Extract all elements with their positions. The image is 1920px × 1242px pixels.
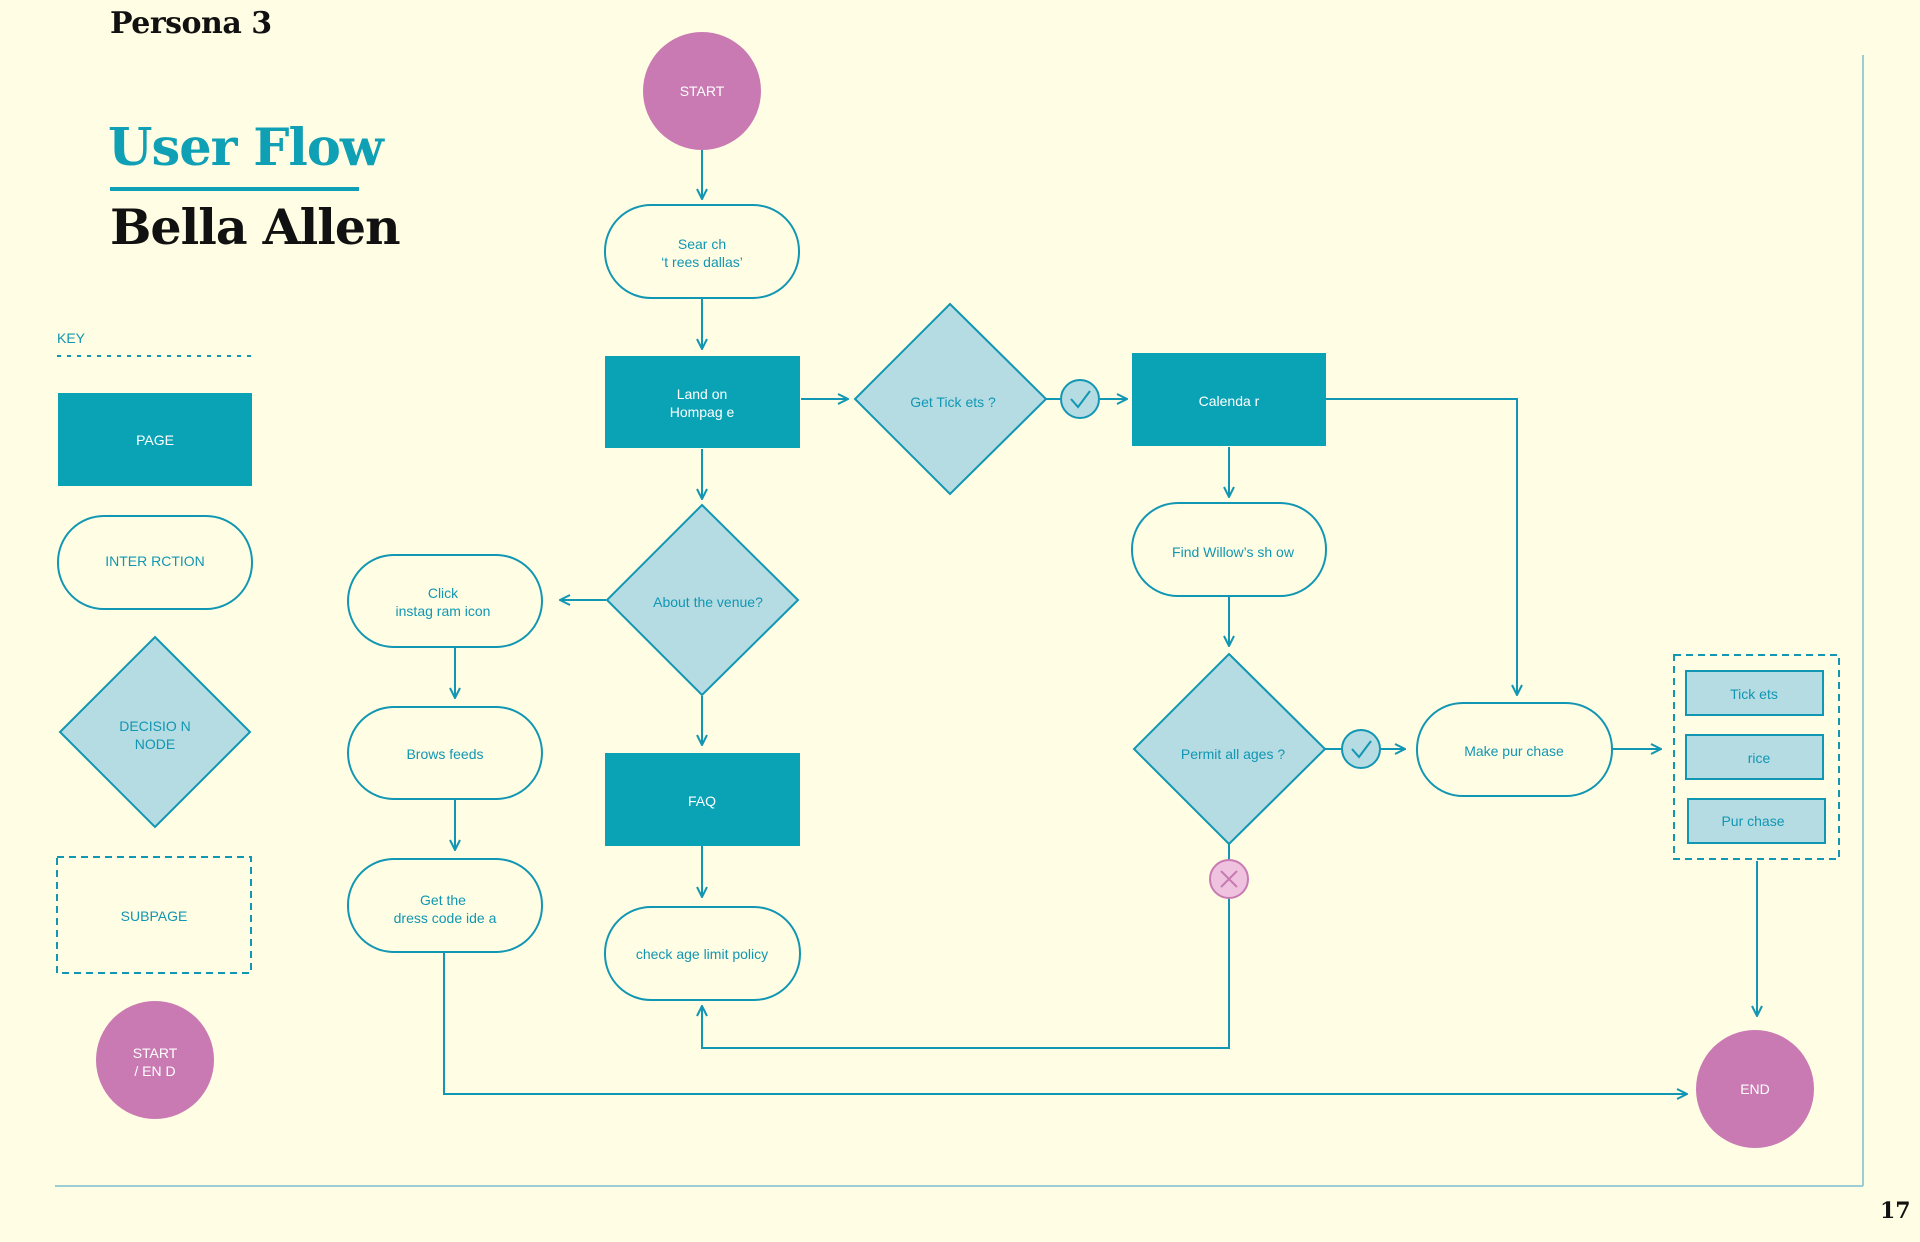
legend-page-label: PAGE xyxy=(136,432,174,448)
get-tickets-label: Get Tick ets ? xyxy=(910,394,996,410)
instagram-label-1: Click xyxy=(428,585,459,601)
legend-start-end-label-2: / EN D xyxy=(134,1063,175,1079)
edge-calendar-to-purchase xyxy=(1326,398,1517,695)
edge-dress-code-to-end xyxy=(443,952,1687,1094)
subpage-purchase-label: Pur chase xyxy=(1721,813,1784,829)
subpage-price-label: rice xyxy=(1748,750,1771,766)
permit-ages-decision[interactable] xyxy=(1132,652,1327,846)
make-purchase-node[interactable] xyxy=(1416,702,1613,797)
legend-interaction-shape xyxy=(57,515,253,610)
tickets-yes-check-mark xyxy=(1070,390,1091,409)
faq-label: FAQ xyxy=(688,793,716,809)
search-label-1: Sear ch xyxy=(678,236,726,252)
dress-code-label-1: Get the xyxy=(420,892,466,908)
legend-heading: KEY xyxy=(57,330,86,346)
browse-feeds-node[interactable] xyxy=(347,706,543,800)
instagram-label-2: instag ram icon xyxy=(396,603,491,619)
instagram-node[interactable] xyxy=(347,554,543,648)
homepage-node[interactable] xyxy=(605,356,800,448)
homepage-label-2: Hompag e xyxy=(670,404,735,420)
browse-feeds-label: Brows feeds xyxy=(406,746,483,762)
permit-yes-check-icon xyxy=(1341,729,1381,769)
legend-start-end-label-1: START xyxy=(133,1045,178,1061)
legend-page-shape xyxy=(58,393,252,486)
calendar-node[interactable] xyxy=(1132,353,1326,446)
start-label: START xyxy=(680,83,725,99)
purchase-subpage-group xyxy=(1673,654,1840,860)
subpage-purchase[interactable] xyxy=(1687,798,1826,844)
end-node[interactable] xyxy=(1696,1030,1814,1148)
legend-subpage-shape xyxy=(56,856,252,974)
start-node[interactable] xyxy=(643,32,761,150)
connectors xyxy=(443,150,1757,1094)
about-venue-label: About the venue? xyxy=(653,594,763,610)
subpage-tickets[interactable] xyxy=(1685,670,1824,716)
end-label: END xyxy=(1740,1081,1770,1097)
subpage-price[interactable] xyxy=(1685,734,1824,780)
permit-ages-label: Permit all ages ? xyxy=(1181,746,1285,762)
page-number: 17 xyxy=(1880,1198,1911,1224)
dress-code-label-2: dress code ide a xyxy=(394,910,497,926)
age-policy-node[interactable] xyxy=(604,906,801,1001)
subpage-tickets-label: Tick ets xyxy=(1730,686,1778,702)
legend-decision-shape xyxy=(58,635,252,829)
legend-subpage-label: SUBPAGE xyxy=(121,908,188,924)
search-node[interactable] xyxy=(604,204,800,299)
legend-start-end-shape xyxy=(96,1001,214,1119)
page-title: User Flow xyxy=(108,118,384,178)
permit-no-x-stroke-2 xyxy=(1220,870,1238,888)
persona-label: Persona 3 xyxy=(110,6,272,41)
legend-decision-label-1: DECISIO N xyxy=(119,718,191,734)
permit-yes-check-mark xyxy=(1351,740,1372,759)
edge-x-to-age-policy xyxy=(702,898,1230,1049)
homepage-label-1: Land on xyxy=(677,386,728,402)
make-purchase-label: Make pur chase xyxy=(1464,743,1564,759)
search-label-2: ‘t rees dallas’ xyxy=(661,254,743,270)
legend: KEY PAGE INTER RCTION DECISIO N NODE SUB… xyxy=(56,330,253,1119)
tickets-yes-check-icon xyxy=(1060,379,1100,419)
persona-name: Bella Allen xyxy=(110,198,401,256)
find-show-node[interactable] xyxy=(1131,502,1327,597)
dress-code-node[interactable] xyxy=(347,858,543,953)
find-show-label: Find Willow’s sh ow xyxy=(1172,544,1295,560)
legend-interaction-label: INTER RCTION xyxy=(105,553,205,569)
about-venue-decision[interactable] xyxy=(605,503,800,697)
calendar-label: Calenda r xyxy=(1199,393,1260,409)
get-tickets-decision[interactable] xyxy=(853,302,1048,496)
age-policy-label: check age limit policy xyxy=(636,946,768,962)
legend-decision-label-2: NODE xyxy=(135,736,175,752)
faq-node[interactable] xyxy=(605,753,800,846)
title-underline xyxy=(110,187,359,191)
